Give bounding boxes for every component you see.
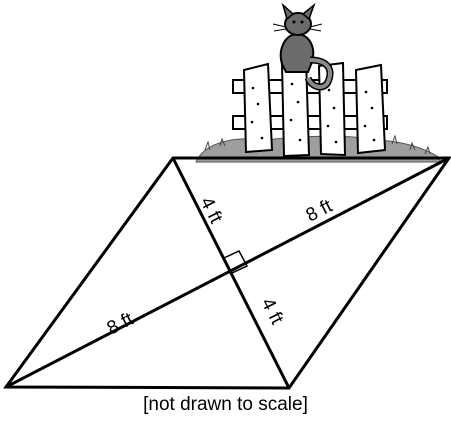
label-lower-short-half: 4 ft xyxy=(257,295,288,329)
cat-whiskers xyxy=(272,23,323,32)
label-upper-short-half: 4 ft xyxy=(196,194,227,228)
cat-head xyxy=(284,12,312,36)
caption-not-to-scale: [not drawn to scale] xyxy=(143,394,308,415)
cat-on-fence-icon xyxy=(195,2,441,163)
label-upper-diagonal-half: 8 ft xyxy=(303,195,337,226)
fence-picket-1 xyxy=(242,62,274,154)
short-diagonal xyxy=(171,157,291,389)
cat-body xyxy=(279,32,315,73)
fence-picket-4 xyxy=(354,63,387,155)
grass-blades xyxy=(204,134,431,155)
cat-ears xyxy=(281,2,316,21)
fence-grain xyxy=(250,82,376,144)
long-diagonal xyxy=(5,156,450,389)
right-angle-marker xyxy=(222,250,249,274)
